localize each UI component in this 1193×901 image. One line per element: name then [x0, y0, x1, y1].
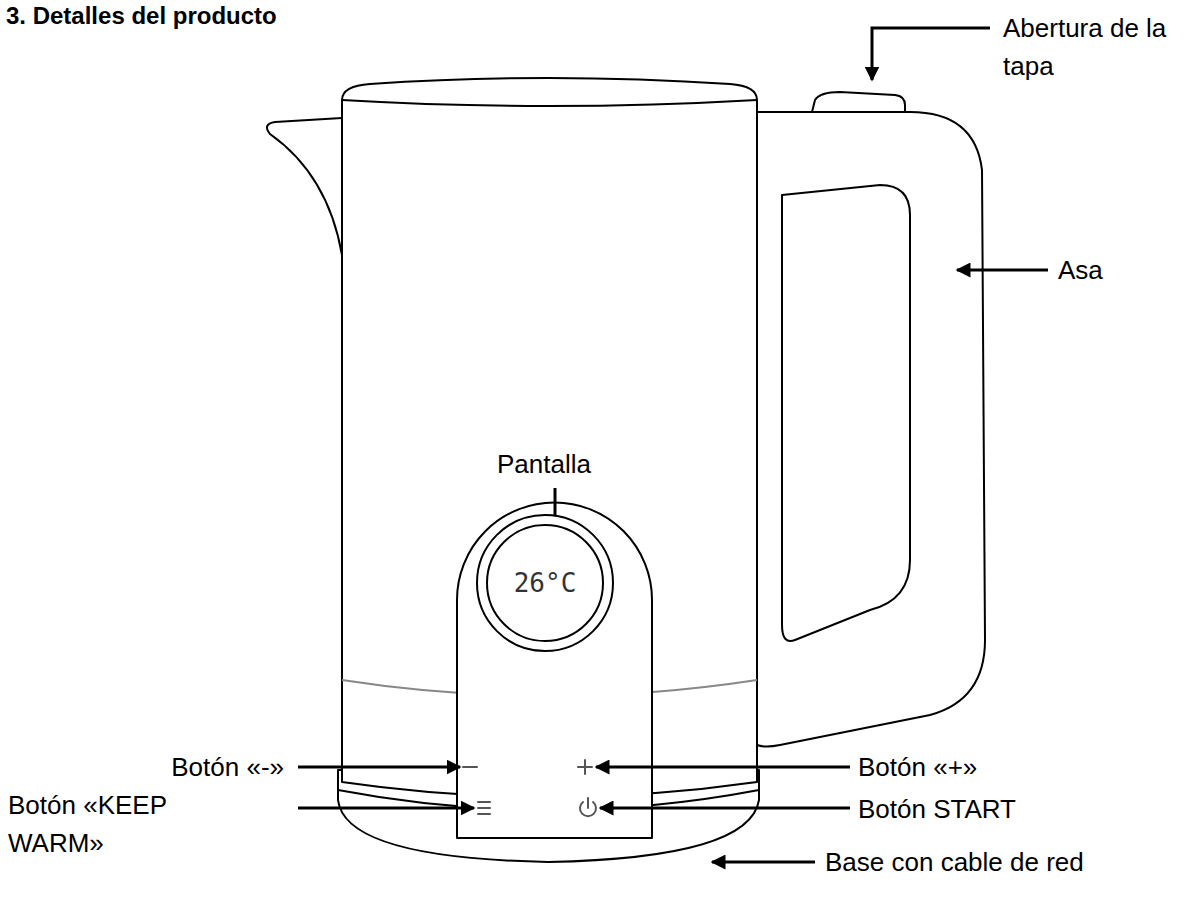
part-label: Abertura de la tapa	[1003, 9, 1168, 85]
handle	[757, 112, 985, 747]
part-label: Pantalla	[497, 445, 591, 483]
part-label: Botón «KEEP WARM»	[8, 786, 208, 862]
part-label: Base con cable de red	[825, 843, 1084, 881]
part-label: Asa	[1058, 251, 1103, 289]
display-reading: 26°C	[514, 568, 577, 598]
lid-button	[812, 92, 905, 112]
leader-arrow	[600, 807, 850, 810]
leader-arrow	[712, 861, 815, 864]
display-ring	[477, 515, 613, 651]
plus-symbol	[578, 760, 592, 774]
keep-warm-symbol	[478, 802, 490, 814]
leader-arrow	[957, 269, 1048, 272]
leader-arrow	[596, 766, 850, 769]
leader-arrow	[298, 807, 474, 810]
part-label: Botón «+»	[858, 748, 977, 786]
lid-line	[342, 100, 757, 106]
minus-symbol	[463, 766, 477, 768]
handle-hole	[782, 185, 910, 641]
section-title: 3. Detalles del producto	[6, 2, 277, 30]
part-label: Botón START	[858, 790, 1016, 828]
power-symbol	[580, 798, 596, 816]
control-panel	[457, 503, 652, 839]
spout	[267, 118, 342, 255]
display-glass	[487, 525, 603, 641]
leader-arrow	[872, 28, 990, 80]
part-label: Botón «-»	[171, 748, 284, 786]
display-screen: 26°C	[475, 513, 615, 653]
leader-arrow	[298, 766, 460, 769]
